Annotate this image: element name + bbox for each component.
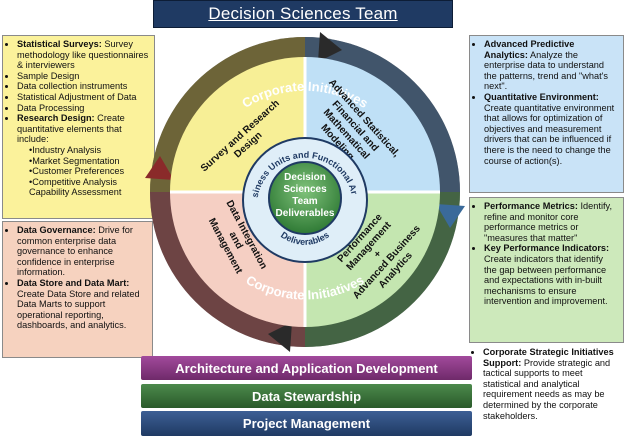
bullet-heading: Data Store and Data Mart: xyxy=(17,277,130,288)
bullet-text: Data Processing xyxy=(17,102,85,113)
bullet-text: Identify, refine and monitor core perfor… xyxy=(484,201,612,243)
center-circle xyxy=(268,161,342,235)
strategic-initiatives-panel: Corporate Strategic Initiatives Support:… xyxy=(469,345,626,444)
bullet-text: Sample Design xyxy=(17,70,80,81)
performance-metrics-panel: Performance Metrics: Identify, refine an… xyxy=(469,197,624,343)
deliverables-wheel: Corporate Initiatives Corporate Initiati… xyxy=(140,28,465,352)
bullet-text: Provide strategic and tactical supports … xyxy=(483,357,611,421)
bullet-text: Data collection instruments xyxy=(17,81,128,92)
bullet-text: Create quantitative elements that includ… xyxy=(17,113,125,145)
panel-bullet-item: Research Design: Create quantitative ele… xyxy=(17,113,149,198)
data-governance-panel: Data Governance: Drive for common enterp… xyxy=(2,221,153,358)
panel-bullet-item: Advanced Predictive Analytics: Analyze t… xyxy=(484,39,618,92)
bullet-heading: Performance Metrics: xyxy=(484,201,578,211)
predictive-analytics-list: Advanced Predictive Analytics: Analyze t… xyxy=(476,39,618,166)
architecture-label: Architecture and Application Development xyxy=(175,360,438,376)
panel-bullet-item: Corporate Strategic Initiatives Support:… xyxy=(483,347,621,421)
statistical-surveys-panel: Statistical Surveys: Survey methodology … xyxy=(2,35,155,219)
page-title: Decision Sciences Team xyxy=(208,4,398,23)
panel-bullet-item: Data collection instruments xyxy=(17,81,149,92)
panel-bullet-item: Statistical Surveys: Survey methodology … xyxy=(17,39,149,71)
center-label-line: Decision xyxy=(284,172,326,183)
center-label-group: Decision Sciences Team Deliverables xyxy=(276,172,335,219)
predictive-analytics-panel: Advanced Predictive Analytics: Analyze t… xyxy=(469,35,624,193)
bullet-text: Create indicators that identify the gap … xyxy=(484,253,608,307)
sub-bullet-item: Market Segmentation xyxy=(29,156,149,167)
bullet-heading: Statistical Surveys: xyxy=(17,39,102,49)
bullet-text: Analyze the enterprise data to understan… xyxy=(484,49,609,92)
sub-bullet-item: Customer Preferences xyxy=(29,166,149,177)
sub-bullet-list: Industry AnalysisMarket SegmentationCust… xyxy=(29,145,149,198)
arrow-up-icon xyxy=(145,156,174,180)
strategic-initiatives-list: Corporate Strategic Initiatives Support:… xyxy=(475,347,621,421)
bullet-text: Drive for common enterprise data governa… xyxy=(17,225,133,278)
panel-bullet-item: Data Governance: Drive for common enterp… xyxy=(17,225,147,278)
bullet-text: Survey methodology like questionnaires &… xyxy=(17,39,149,71)
data-governance-list: Data Governance: Drive for common enterp… xyxy=(9,225,147,331)
center-label-line: Deliverables xyxy=(276,208,335,219)
project-label: Project Management xyxy=(242,416,371,431)
bullet-text: Statistical Adjustment of Data xyxy=(17,91,137,102)
architecture-band: Architecture and Application Development xyxy=(141,356,472,380)
bullet-heading: Research Design: xyxy=(17,113,95,124)
bullet-heading: Quantitative Environment: xyxy=(484,91,599,102)
panel-bullet-item: Quantitative Environment: Create quantit… xyxy=(484,92,618,166)
bullet-heading: Corporate Strategic Initiatives Support: xyxy=(483,347,614,368)
arrow-down-icon xyxy=(436,204,465,228)
title-bar: Decision Sciences Team xyxy=(153,0,453,28)
bullet-heading: Key Performance Indicators: xyxy=(484,243,610,254)
panel-bullet-item: Statistical Adjustment of Data xyxy=(17,92,149,103)
center-label-line: Sciences xyxy=(283,184,327,195)
statistical-surveys-list: Statistical Surveys: Survey methodology … xyxy=(9,39,149,198)
arrow-left-icon xyxy=(268,322,292,352)
panel-bullet-item: Key Performance Indicators: Create indic… xyxy=(484,243,618,307)
bullet-text: Create quantitative environment that all… xyxy=(484,102,615,166)
sub-bullet-item: Competitive Analysis Capability Assessme… xyxy=(29,177,149,198)
panel-bullet-item: Performance Metrics: Identify, refine an… xyxy=(484,201,618,243)
center-label-line: Team xyxy=(292,196,317,207)
performance-label-line: + xyxy=(372,248,384,260)
stewardship-label: Data Stewardship xyxy=(251,388,362,404)
bullet-heading: Data Governance: xyxy=(17,225,96,235)
performance-metrics-list: Performance Metrics: Identify, refine an… xyxy=(476,201,618,307)
stewardship-band: Data Stewardship xyxy=(141,384,472,408)
panel-bullet-item: Data Processing xyxy=(17,103,149,114)
arrow-right-icon xyxy=(318,32,342,62)
project-band: Project Management xyxy=(141,411,472,436)
panel-bullet-item: Sample Design xyxy=(17,71,149,82)
bullet-text: Create Data Store and related Data Marts… xyxy=(17,288,140,331)
bullet-heading: Advanced Predictive Analytics: xyxy=(484,39,575,60)
panel-bullet-item: Data Store and Data Mart: Create Data St… xyxy=(17,278,147,331)
sub-bullet-item: Industry Analysis xyxy=(29,145,149,156)
